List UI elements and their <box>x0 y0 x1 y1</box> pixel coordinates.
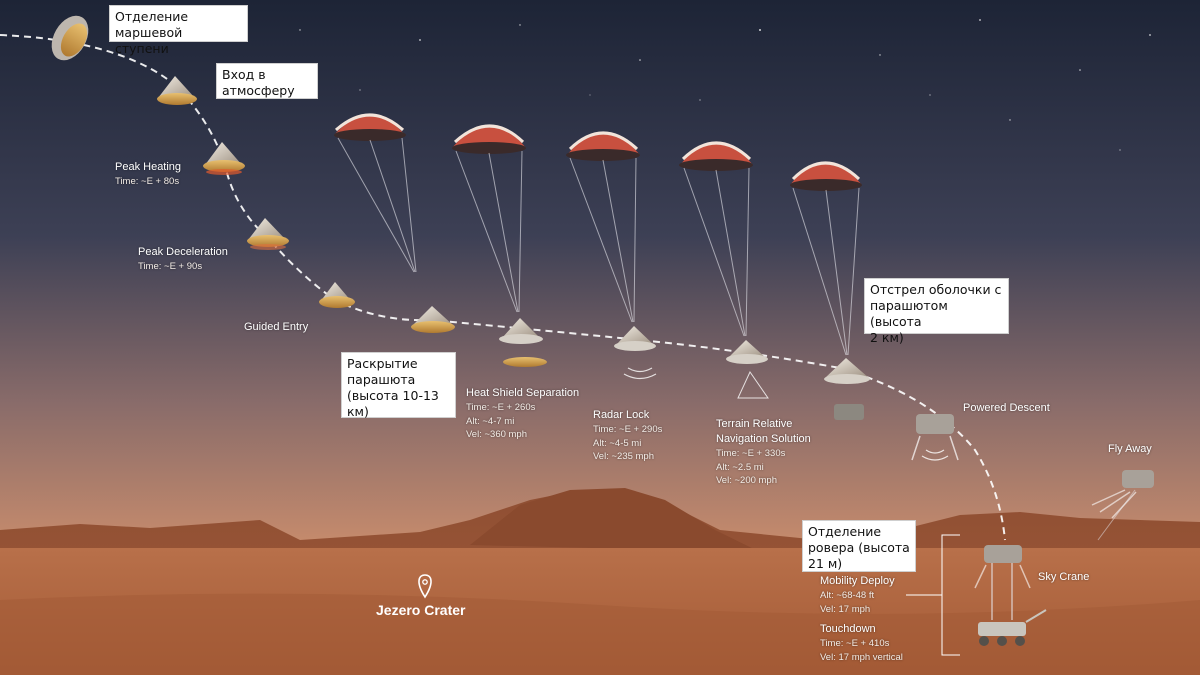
mobility-deploy-alt: Alt: ~68-48 ft <box>820 590 875 601</box>
label-backshell-separation: Отстрел оболочки с парашютом (высота 2 к… <box>864 278 1009 345</box>
terrain-nav-title-2: Navigation Solution <box>716 433 811 445</box>
terrain-nav-vel: Vel: ~200 mph <box>716 475 778 486</box>
backshell-radar-lock-icon <box>614 326 657 380</box>
terrain-nav-time: Time: ~E + 330s <box>716 448 786 459</box>
sky-crane-icon <box>974 545 1047 646</box>
guided-entry-title: Guided Entry <box>244 321 309 333</box>
label-rover-separation: Отделение ровера (высота 21 м) <box>802 520 916 572</box>
label-sky-crane: Sky Crane <box>1038 570 1089 585</box>
backshell-separation-icon <box>824 358 870 420</box>
peak-heating-time: Time: ~E + 80s <box>115 176 180 187</box>
heat-shield-time: Time: ~E + 260s <box>466 402 536 413</box>
label-fly-away: Fly Away <box>1108 442 1152 457</box>
backshell-terrain-nav-icon <box>726 340 769 399</box>
jezero-crater-label: Jezero Crater <box>376 602 466 618</box>
label-peak-deceleration: Peak Deceleration Time: ~E + 90s <box>138 245 228 274</box>
touchdown-title: Touchdown <box>820 623 876 635</box>
capsule-guided-entry-icon <box>319 282 355 308</box>
stars <box>299 19 1151 151</box>
capsule-peak-heating-icon <box>203 142 245 175</box>
label-radar-lock: Radar Lock Time: ~E + 290s Alt: ~4-5 mi … <box>593 408 662 464</box>
label-guided-entry: Guided Entry <box>244 320 308 335</box>
label-terrain-nav: Terrain Relative Navigation Solution Tim… <box>716 417 811 488</box>
powered-descent-title: Powered Descent <box>963 402 1050 414</box>
radar-lock-time: Time: ~E + 290s <box>593 424 663 435</box>
label-heat-shield-separation: Heat Shield Separation Time: ~E + 260s A… <box>466 386 579 442</box>
heat-shield-vel: Vel: ~360 mph <box>466 429 528 440</box>
mesa <box>470 488 760 552</box>
mobility-deploy-vel: Vel: 17 mph <box>820 603 871 615</box>
parachute-1-icon <box>334 113 417 273</box>
fly-away-icon <box>1091 470 1154 541</box>
peak-deceleration-title: Peak Deceleration <box>138 246 228 258</box>
touchdown-time: Time: ~E + 410s <box>820 638 890 649</box>
radar-lock-alt: Alt: ~4-5 mi <box>593 437 642 449</box>
peak-heating-title: Peak Heating <box>115 161 182 173</box>
location-pin-icon <box>418 574 432 599</box>
parachute-3-icon <box>566 131 640 323</box>
heat-shield-title: Heat Shield Separation <box>466 387 580 399</box>
cruise-stage-icon <box>51 15 89 61</box>
sky-crane-bracket <box>906 534 960 656</box>
trajectory-line <box>0 34 1006 541</box>
fly-away-title: Fly Away <box>1108 443 1152 455</box>
radar-lock-vel: Vel: ~235 mph <box>593 451 655 462</box>
capsule-entry-icon <box>157 76 197 105</box>
label-cruise-separation: Отделение маршевой ступени <box>109 5 248 56</box>
ground-shadow <box>0 593 1200 675</box>
sky-crane-title: Sky Crane <box>1038 571 1090 583</box>
label-peak-heating: Peak Heating Time: ~E + 80s <box>115 160 181 189</box>
backshell-heat-shield-sep-icon <box>499 318 547 367</box>
mobility-deploy-title: Mobility Deploy <box>820 575 895 587</box>
label-atmosphere-entry: Вход в атмосферу <box>216 63 318 99</box>
peak-deceleration-time: Time: ~E + 90s <box>138 261 203 272</box>
label-touchdown: Touchdown Time: ~E + 410s Vel: 17 mph ve… <box>820 622 903 664</box>
terrain-nav-title-1: Terrain Relative <box>716 418 793 430</box>
capsule-peak-deceleration-icon <box>247 218 289 250</box>
label-mobility-deploy: Mobility Deploy Alt: ~68-48 ft Vel: 17 m… <box>820 574 895 616</box>
terrain-nav-alt: Alt: ~2.5 mi <box>716 461 764 473</box>
parachute-5-icon <box>790 161 862 356</box>
label-powered-descent: Powered Descent <box>963 401 1050 416</box>
heat-shield-alt: Alt: ~4-7 mi <box>466 415 515 427</box>
powered-descent-icon <box>911 414 959 461</box>
capsule-chute-deploy-icon <box>411 306 455 333</box>
label-parachute-deploy: Раскрытие парашюта (высота 10-13 км) <box>341 352 456 419</box>
radar-lock-title: Radar Lock <box>593 409 650 421</box>
parachute-4-icon <box>679 141 753 337</box>
touchdown-vel: Vel: 17 mph vertical <box>820 651 903 663</box>
parachute-2-icon <box>452 124 526 313</box>
